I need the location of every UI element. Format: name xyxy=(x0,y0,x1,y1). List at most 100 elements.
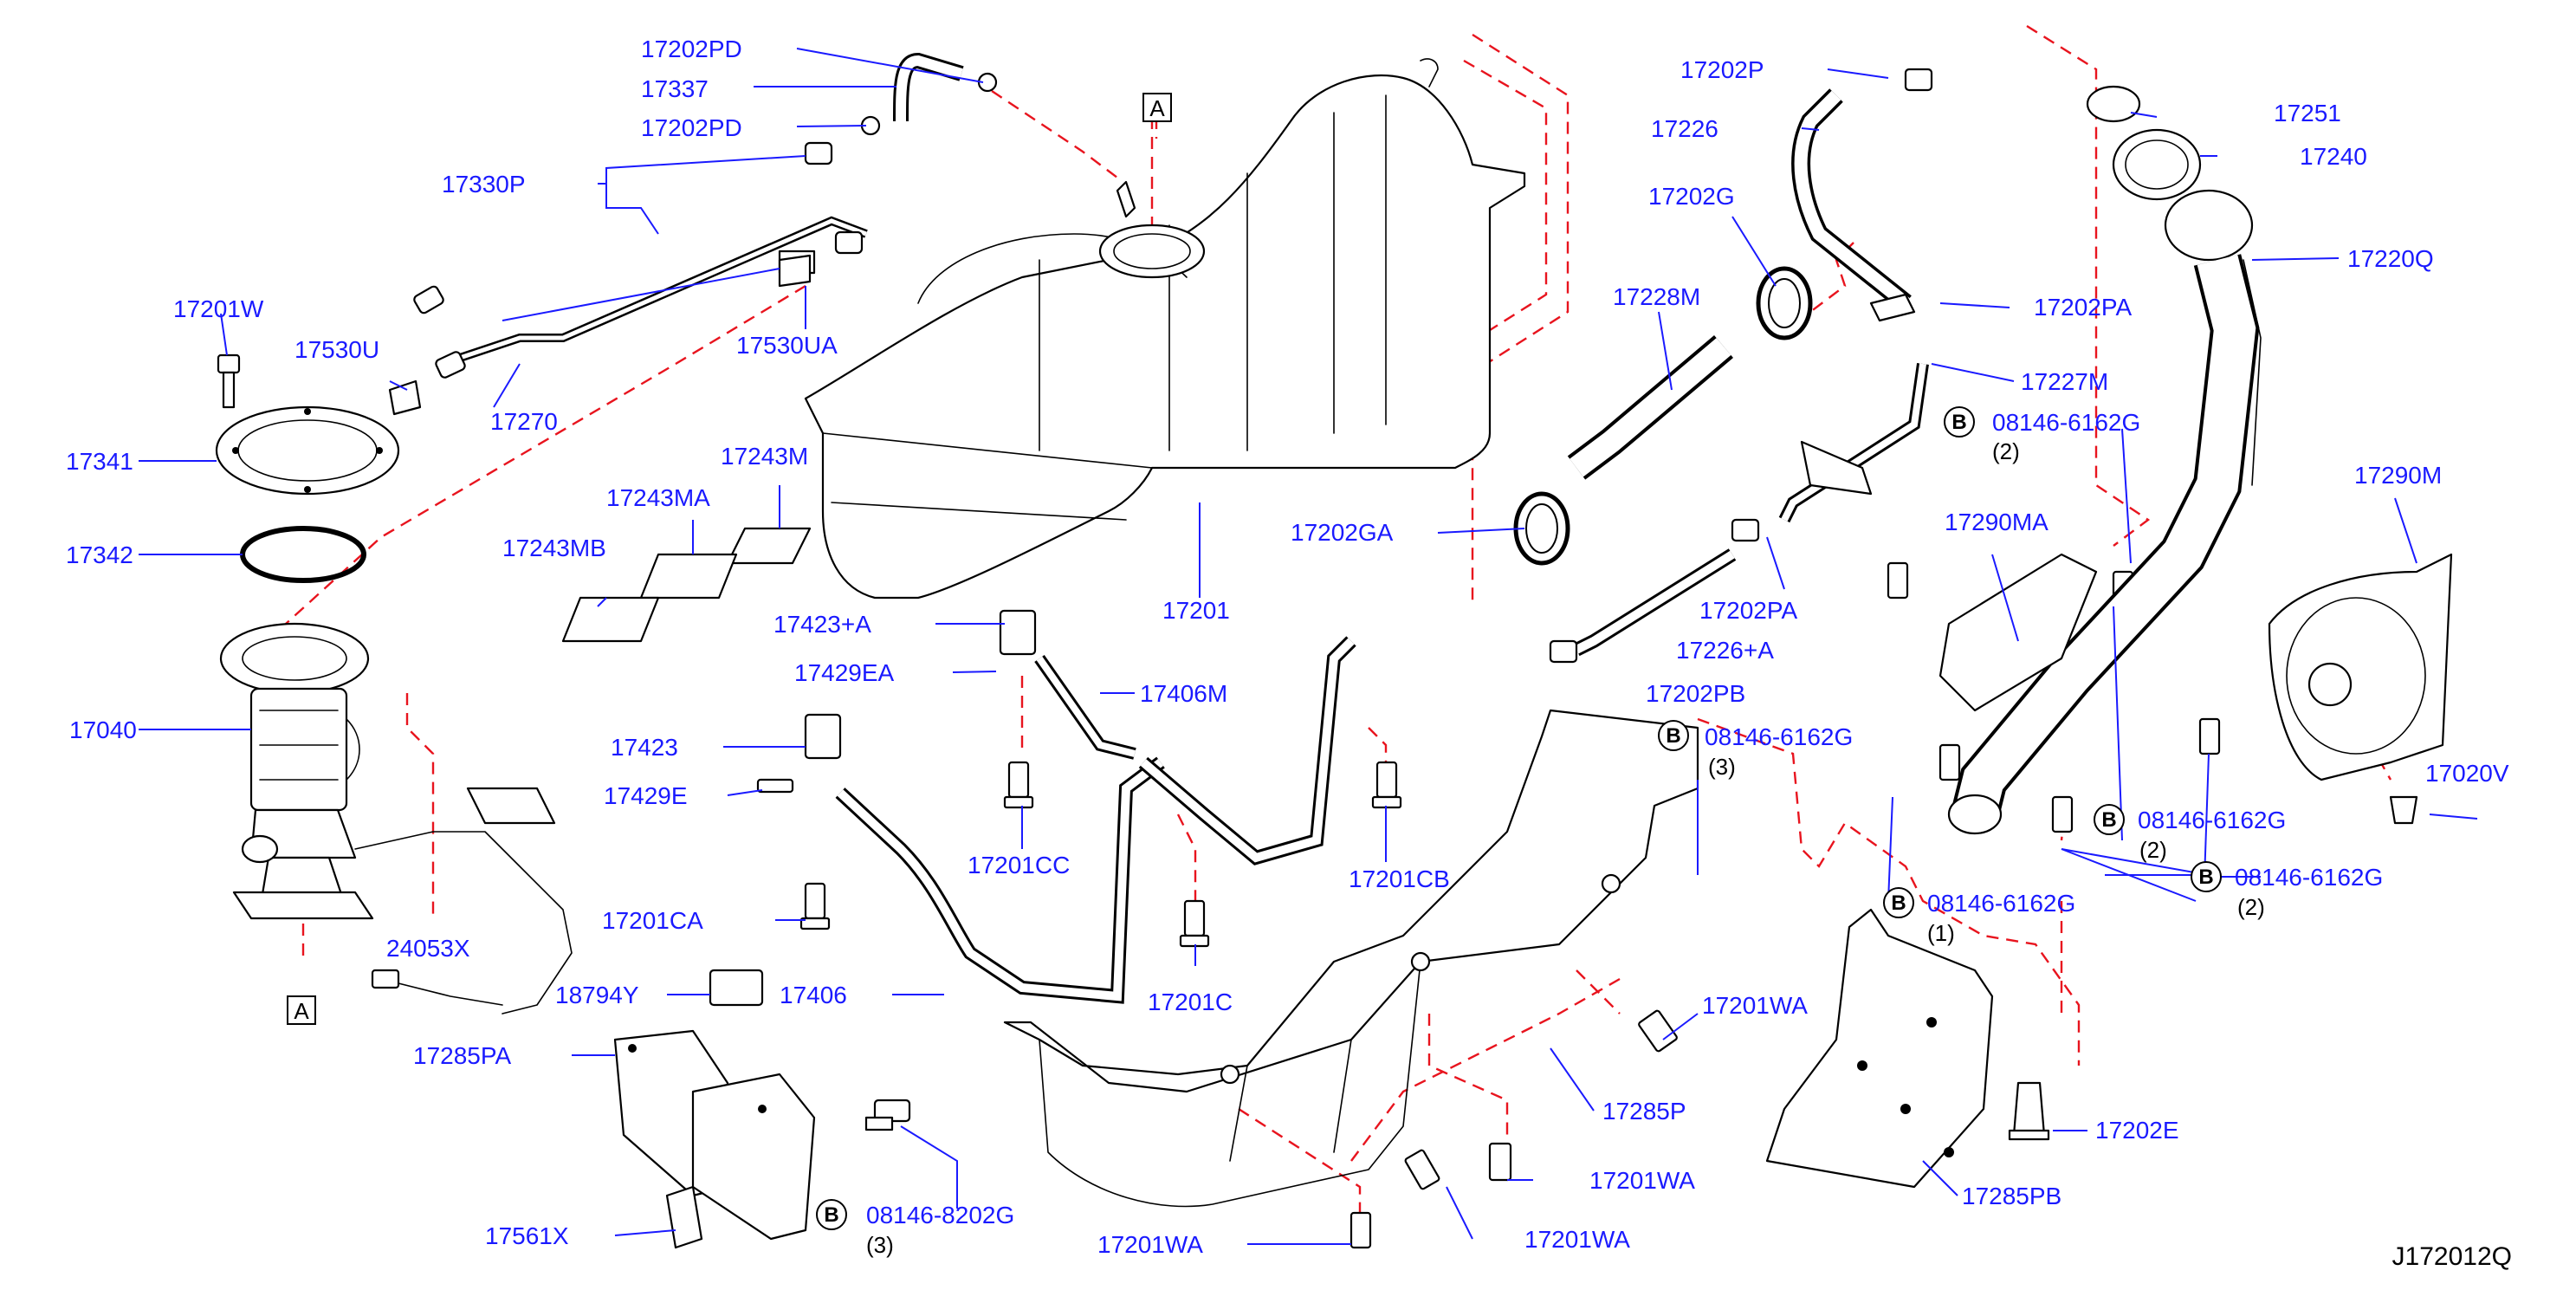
label-17201wa-side: 17201WA xyxy=(1702,992,1808,1019)
lock-ring xyxy=(215,405,400,496)
label-17040: 17040 xyxy=(69,716,137,743)
label-17202p: 17202P xyxy=(1680,56,1764,83)
fuel-pump-assembly xyxy=(219,622,573,1014)
label-17406m: 17406M xyxy=(1140,680,1227,707)
quantity-notes: (3) (2) (3) (2) (2) (1) xyxy=(866,438,2265,1258)
bolt-08146-8202g xyxy=(864,1099,911,1131)
b-marker-6162g-b: B xyxy=(1658,720,1689,751)
label-17201: 17201 xyxy=(1162,597,1230,624)
label-17226a: 17226+A xyxy=(1676,637,1774,664)
connector-18794y xyxy=(709,969,764,1007)
label-17285p: 17285P xyxy=(1602,1098,1686,1125)
o-ring-gasket xyxy=(240,526,366,583)
label-17202g: 17202G xyxy=(1648,183,1735,210)
label-17285pa: 17285PA xyxy=(413,1042,511,1069)
label-17202pb: 17202PB xyxy=(1646,680,1745,707)
label-17530u: 17530U xyxy=(294,336,379,363)
label-17243m: 17243M xyxy=(721,443,808,470)
label-17429e: 17429E xyxy=(604,782,688,809)
b-marker-8202g: B xyxy=(816,1199,847,1230)
qty-6162g-c: (2) xyxy=(2139,837,2167,863)
tank-bands xyxy=(804,609,1356,1004)
qty-6162g-b: (3) xyxy=(1708,754,1736,780)
pads xyxy=(561,527,812,643)
filler-hoses xyxy=(1567,88,1929,657)
b-marker-text: B xyxy=(2101,808,2116,832)
filler-box-17290m xyxy=(2268,553,2453,781)
ref-a-bottom-text: A xyxy=(294,998,309,1024)
label-17202pd-mid: 17202PD xyxy=(641,114,742,141)
leader-lines xyxy=(139,48,2478,1245)
clip-17202e xyxy=(2008,1081,2050,1141)
label-08146-6162g-a: 08146-6162G xyxy=(1992,409,2140,436)
label-08146-6162g-c: 08146-6162G xyxy=(2138,807,2286,833)
label-08146-8202g: 08146-8202G xyxy=(866,1202,1014,1228)
label-17290ma: 17290MA xyxy=(1945,509,2049,535)
label-17423: 17423 xyxy=(611,734,678,761)
label-17561x: 17561X xyxy=(485,1222,569,1249)
b-marker-text: B xyxy=(1666,724,1680,748)
qty-6162g-d: (2) xyxy=(2237,894,2265,920)
skid-plate xyxy=(1003,709,1699,1208)
label-17429ea: 17429EA xyxy=(794,659,895,686)
label-17202ga: 17202GA xyxy=(1291,519,1394,546)
fuel-filler-neck xyxy=(1947,85,2262,835)
bolts-17201wa xyxy=(1349,1009,1678,1249)
label-17201wa-bottom: 17201WA xyxy=(1097,1231,1203,1258)
label-08146-6162g-b: 08146-6162G xyxy=(1705,723,1853,750)
label-17228m: 17228M xyxy=(1613,283,1700,310)
ref-marker-bottom: A xyxy=(287,995,316,1025)
label-17201ca: 17201CA xyxy=(602,907,703,934)
b-marker-6162g-d: B xyxy=(2191,861,2222,892)
clip-17530ua xyxy=(778,254,812,288)
fuel-tank xyxy=(804,58,1526,600)
label-17251: 17251 xyxy=(2274,100,2341,126)
b-marker-text: B xyxy=(1951,411,1966,434)
b-marker-6162g-a: B xyxy=(1944,406,1975,438)
hose-17337 xyxy=(860,52,998,136)
label-17290m: 17290M xyxy=(2354,462,2442,489)
label-17285pb: 17285PB xyxy=(1962,1183,2061,1209)
b-marker-6162g-c: B xyxy=(2094,804,2125,835)
label-17202pa-top: 17202PA xyxy=(2034,294,2132,321)
label-17406: 17406 xyxy=(780,982,847,1008)
label-18794y: 18794Y xyxy=(555,982,639,1008)
label-17202e: 17202E xyxy=(2095,1117,2179,1144)
label-17270: 17270 xyxy=(490,408,558,435)
label-17201cb: 17201CB xyxy=(1349,865,1450,892)
part-labels: 17202PD 17337 17202PD 17330P 17201W 1753… xyxy=(66,36,2509,1258)
diagram-code: J172012Q xyxy=(2392,1242,2512,1271)
label-17240: 17240 xyxy=(2300,143,2367,170)
qty-6162g-e: (1) xyxy=(1927,920,1955,946)
b-marker-6162g-e: B xyxy=(1883,887,1914,918)
label-17330p: 17330P xyxy=(442,171,526,198)
label-17201c: 17201C xyxy=(1148,989,1233,1015)
b-marker-text: B xyxy=(2198,865,2213,889)
label-17342: 17342 xyxy=(66,541,133,568)
clip-17530u xyxy=(388,379,422,416)
bracket-17285pa xyxy=(613,1029,816,1241)
protector-17290ma xyxy=(1938,553,2098,712)
label-08146-6162g-e: 08146-6162G xyxy=(1927,890,2075,917)
ref-marker-top: A xyxy=(1142,93,1172,122)
b-marker-text: B xyxy=(1891,891,1906,915)
clip-17561x xyxy=(665,1185,703,1249)
label-17201wa-b2: 17201WA xyxy=(1589,1167,1695,1194)
ref-a-top-text: A xyxy=(1149,95,1165,121)
label-17227m: 17227M xyxy=(2021,368,2108,395)
label-17201wa-b3: 17201WA xyxy=(1524,1226,1630,1253)
vent-tubes xyxy=(413,141,868,379)
label-17201w: 17201W xyxy=(173,295,264,322)
clip-17020v xyxy=(2389,795,2418,825)
label-17202pa-mid: 17202PA xyxy=(1699,597,1797,624)
b-marker-text: B xyxy=(824,1203,838,1227)
harness-24053x xyxy=(371,787,556,1006)
qty-6162g-a: (2) xyxy=(1992,438,2020,464)
label-17337: 17337 xyxy=(641,75,709,102)
clamps-17202g xyxy=(1513,68,1933,664)
label-17530ua: 17530UA xyxy=(736,332,838,359)
label-17341: 17341 xyxy=(66,448,133,475)
label-17226: 17226 xyxy=(1651,115,1718,142)
